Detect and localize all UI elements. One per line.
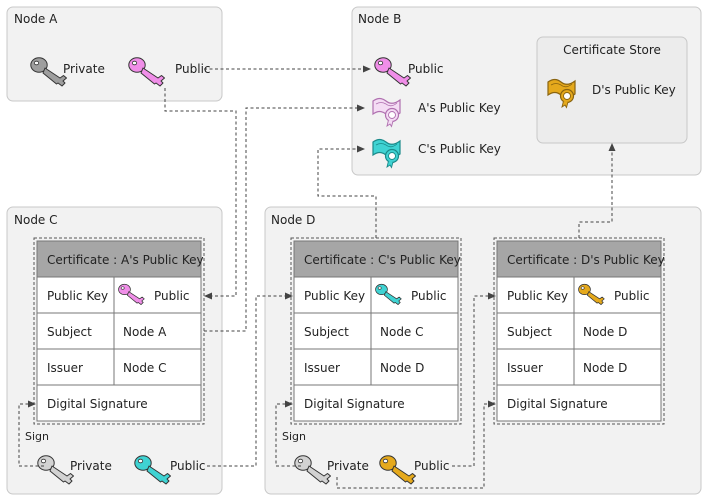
certificate-d-subject-label: Subject bbox=[507, 325, 552, 339]
certificate-c-header: Certificate : C's Public Key bbox=[304, 253, 461, 267]
certificate-c-public-key-label: Public Key bbox=[304, 289, 365, 303]
node-b-public-label: Public bbox=[408, 62, 444, 76]
node-b-public-key: Public bbox=[374, 57, 444, 87]
certificate-c-issuer-label: Issuer bbox=[304, 361, 340, 375]
certificate-a-table: Certificate : A's Public Key Public Key … bbox=[33, 237, 205, 425]
node-a-public-label: Public bbox=[175, 62, 211, 76]
certificate-a-issuer-value: Node C bbox=[123, 361, 167, 375]
certificate-a-subject-value: Node A bbox=[123, 325, 167, 339]
node-b-c-certificate: C's Public Key bbox=[372, 138, 501, 169]
certificate-d-table: Certificate : D's Public Key Public Key … bbox=[493, 237, 665, 425]
certificate-store-box: Certificate Store bbox=[536, 36, 688, 144]
node-a-private-key: Private bbox=[30, 57, 105, 87]
node-d-sign-label: Sign bbox=[282, 430, 306, 443]
node-a-private-label: Private bbox=[63, 62, 105, 76]
node-c-title: Node C bbox=[14, 213, 58, 227]
node-d-public-key: Public bbox=[379, 455, 450, 485]
node-c-sign-label: Sign bbox=[25, 430, 49, 443]
certificate-c-table: Certificate : C's Public Key Public Key … bbox=[290, 237, 462, 425]
certificate-c-public-key-value: Public bbox=[411, 289, 447, 303]
node-a-title: Node A bbox=[14, 12, 58, 26]
connector-node-a-public-to-node-b bbox=[204, 65, 371, 73]
certificate-d-signature-label: Digital Signature bbox=[507, 397, 608, 411]
node-c-public-label: Public bbox=[170, 459, 206, 473]
certificate-a-public-key-value: Public bbox=[154, 289, 190, 303]
connector-node-d-sign-cert-c bbox=[275, 400, 301, 467]
certificate-c-issuer-value: Node D bbox=[380, 361, 424, 375]
certificate-c-subject-value: Node C bbox=[380, 325, 424, 339]
node-b-a-certificate: A's Public Key bbox=[372, 97, 501, 128]
connector-cert-a-subject-to-node-b bbox=[204, 104, 365, 332]
certificate-d-public-key-value: Public bbox=[614, 289, 650, 303]
connector-cert-d-to-store bbox=[578, 143, 616, 238]
certificate-c-subject-label: Subject bbox=[304, 325, 349, 339]
connector-node-d-public-to-cert-d bbox=[452, 292, 496, 467]
certificate-a-signature-label: Digital Signature bbox=[47, 397, 148, 411]
connector-node-c-public-to-cert-c bbox=[207, 292, 293, 467]
certificate-d-header: Certificate : D's Public Key bbox=[507, 253, 665, 267]
node-c-private-key: Private bbox=[37, 455, 112, 485]
certificate-d-issuer-value: Node D bbox=[583, 361, 627, 375]
certificate-a-subject-label: Subject bbox=[47, 325, 92, 339]
certificate-a-public-key-label: Public Key bbox=[47, 289, 108, 303]
certificate-c-signature-label: Digital Signature bbox=[304, 397, 405, 411]
store-d-cert-label: D's Public Key bbox=[592, 83, 676, 97]
store-d-certificate: D's Public Key bbox=[547, 78, 676, 109]
node-d-private-label: Private bbox=[327, 459, 369, 473]
connector-node-d-sign-cert-d bbox=[336, 400, 496, 489]
connector-cert-c-to-node-b bbox=[317, 145, 377, 238]
node-b-title: Node B bbox=[358, 12, 401, 26]
node-b-a-cert-label: A's Public Key bbox=[418, 101, 501, 115]
node-a-box: Node A bbox=[6, 6, 223, 102]
node-c-public-key: Public bbox=[134, 455, 206, 485]
certificate-d-subject-value: Node D bbox=[583, 325, 627, 339]
certificate-d-issuer-label: Issuer bbox=[507, 361, 543, 375]
connector-node-a-public-to-cert-a bbox=[164, 88, 237, 300]
certificate-a-header: Certificate : A's Public Key bbox=[47, 253, 204, 267]
node-c-private-label: Private bbox=[70, 459, 112, 473]
connector-node-c-sign bbox=[18, 400, 44, 467]
node-d-title: Node D bbox=[271, 213, 315, 227]
node-a-public-key: Public bbox=[128, 57, 211, 87]
certificate-store-title: Certificate Store bbox=[563, 43, 661, 57]
certificate-d-public-key-label: Public Key bbox=[507, 289, 568, 303]
node-d-private-key: Private bbox=[294, 455, 369, 485]
node-b-c-cert-label: C's Public Key bbox=[418, 142, 501, 156]
node-d-public-label: Public bbox=[414, 459, 450, 473]
certificate-a-issuer-label: Issuer bbox=[47, 361, 83, 375]
